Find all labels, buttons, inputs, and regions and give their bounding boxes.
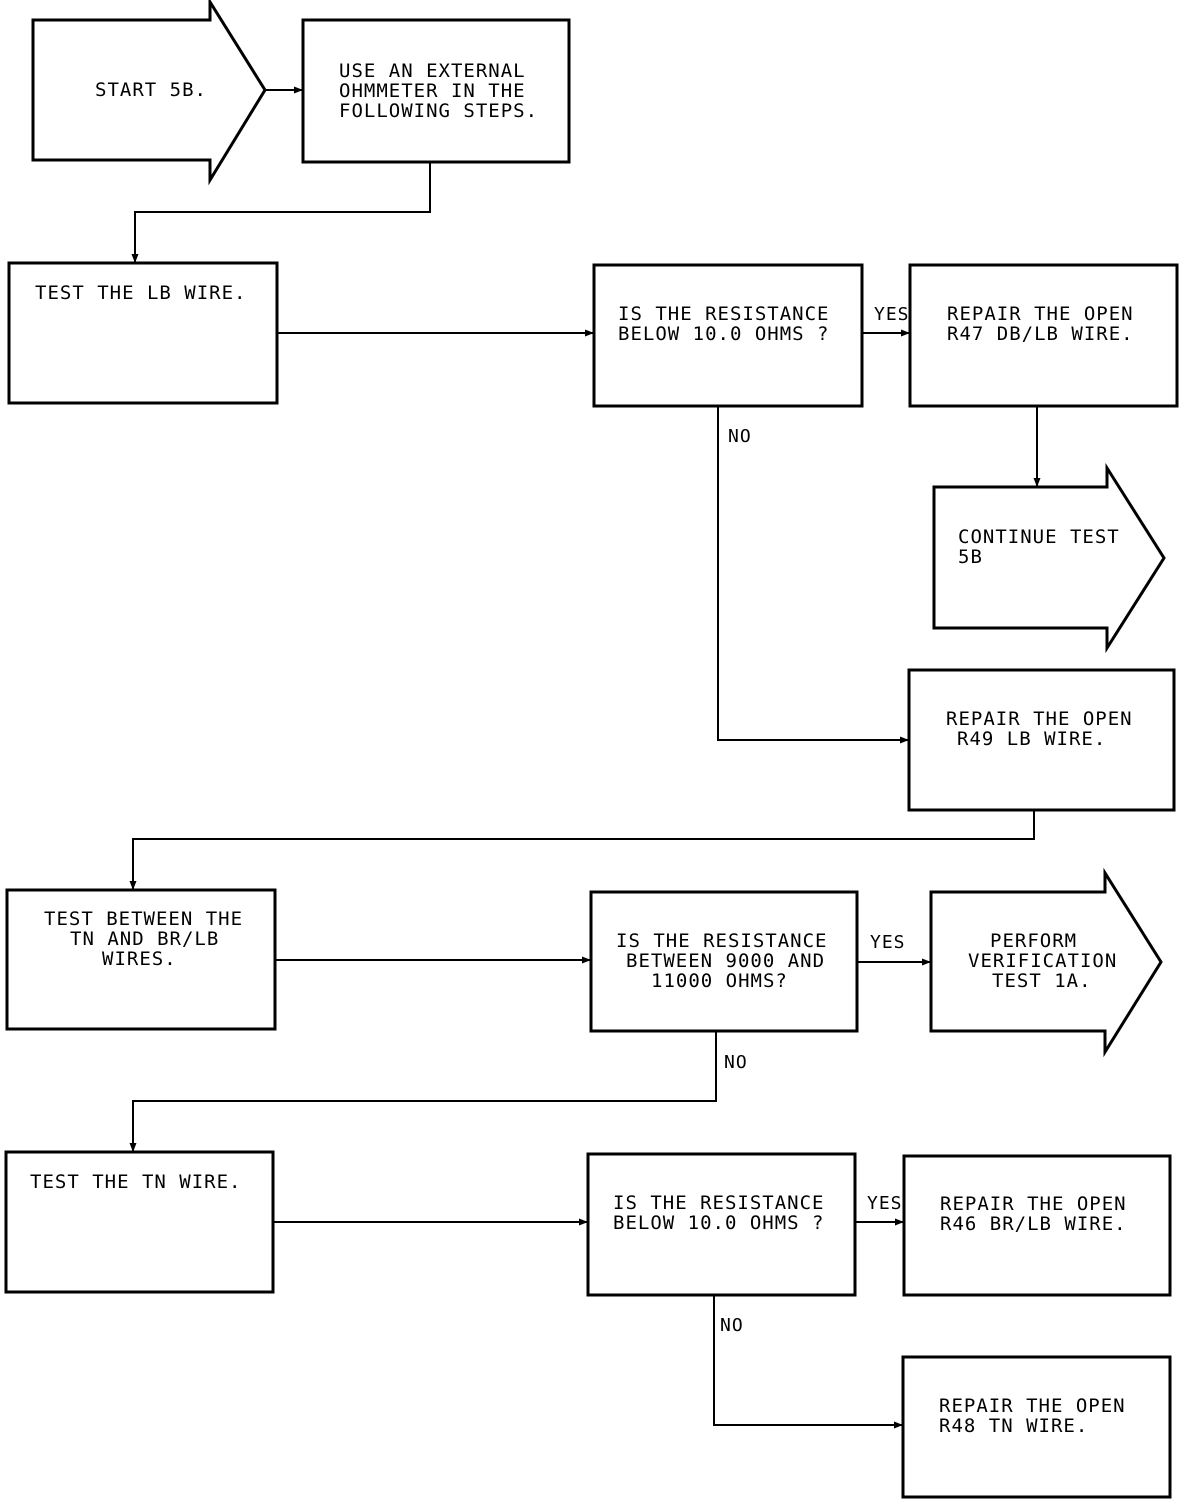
- connector-ohmmeter-to-test-lb: [131, 162, 431, 263]
- repair-r48-text: REPAIR THE OPEN R48 TN WIRE.: [939, 1395, 1138, 1437]
- q2-yes-label: YES: [870, 932, 906, 953]
- repair-r48-node: REPAIR THE OPEN R48 TN WIRE.: [901, 1355, 1172, 1499]
- test-between-text: TEST BETWEEN THE TN AND BR/LB WIRES.: [44, 908, 255, 970]
- repair-r47-node: REPAIR THE OPEN R47 DB/LB WIRE.: [908, 263, 1179, 408]
- resistance-below-10-question-1: IS THE RESISTANCE BELOW 10.0 OHMS ?: [592, 263, 864, 408]
- resistance-9000-11000-question-2: IS THE RESISTANCE BETWEEN 9000 AND 11000…: [589, 890, 859, 1033]
- question-3-text: IS THE RESISTANCE BELOW 10.0 OHMS ?: [613, 1192, 837, 1234]
- use-ohmmeter-text: USE AN EXTERNAL OHMMETER IN THE FOLLOWIN…: [339, 60, 538, 122]
- connector-q1-no: [717, 406, 909, 744]
- test-between-tn-br-lb-node: TEST BETWEEN THE TN AND BR/LB WIRES.: [5, 888, 277, 1031]
- test-lb-wire-node: TEST THE LB WIRE.: [7, 261, 279, 405]
- question-2-text: IS THE RESISTANCE BETWEEN 9000 AND 11000…: [616, 930, 840, 992]
- repair-r47-text: REPAIR THE OPEN R47 DB/LB WIRE.: [947, 303, 1146, 345]
- q1-no-label: NO: [728, 426, 752, 447]
- repair-r46-text: REPAIR THE OPEN R46 BR/LB WIRE.: [940, 1193, 1139, 1235]
- connector-q3-no: [713, 1295, 903, 1429]
- start-5b-node: START 5B.: [31, 0, 267, 186]
- connector-r49-to-test-between: [129, 810, 1035, 890]
- q1-yes-label: YES: [874, 304, 910, 325]
- connector-q2-no: [129, 1031, 717, 1152]
- perform-verification-text: PERFORM VERIFICATION TEST 1A.: [968, 930, 1130, 992]
- repair-r49-text: REPAIR THE OPEN R49 LB WIRE.: [946, 708, 1145, 750]
- test-tn-wire-text: TEST THE TN WIRE.: [30, 1171, 241, 1193]
- repair-r49-node: REPAIR THE OPEN R49 LB WIRE.: [907, 668, 1176, 812]
- q2-no-label: NO: [724, 1052, 748, 1073]
- q3-yes-label: YES: [867, 1193, 903, 1214]
- q3-no-label: NO: [720, 1315, 744, 1336]
- repair-r46-node: REPAIR THE OPEN R46 BR/LB WIRE.: [902, 1154, 1172, 1297]
- question-1-text: IS THE RESISTANCE BELOW 10.0 OHMS ?: [618, 303, 842, 345]
- resistance-below-10-question-3: IS THE RESISTANCE BELOW 10.0 OHMS ?: [586, 1152, 857, 1297]
- use-ohmmeter-node: USE AN EXTERNAL OHMMETER IN THE FOLLOWIN…: [301, 18, 571, 164]
- continue-test-5b-node: CONTINUE TEST 5B: [932, 462, 1166, 654]
- continue-test-5b-text: CONTINUE TEST 5B: [958, 526, 1132, 568]
- perform-verification-1a-node: PERFORM VERIFICATION TEST 1A.: [929, 867, 1163, 1058]
- start-5b-text: START 5B.: [95, 79, 207, 101]
- test-tn-wire-node: TEST THE TN WIRE.: [4, 1150, 275, 1294]
- test-lb-wire-text: TEST THE LB WIRE.: [35, 282, 246, 304]
